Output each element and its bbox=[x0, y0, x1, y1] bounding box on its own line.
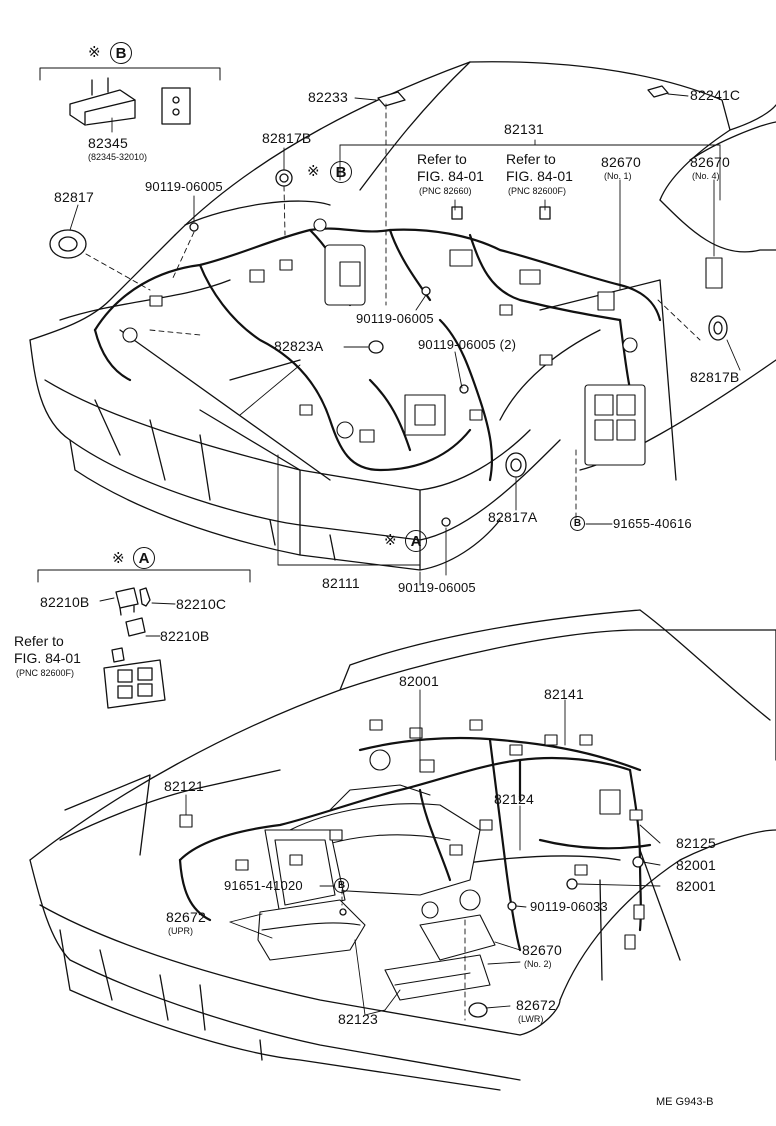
label-82345: 82345 bbox=[88, 135, 128, 151]
lower-car-body bbox=[29, 609, 776, 1091]
label-82817b-right: 82817B bbox=[690, 369, 740, 385]
label-82210b-a: 82210B bbox=[40, 594, 90, 610]
part-82233-clip bbox=[377, 91, 406, 107]
label-90119-06005-b: 90119-06005 bbox=[356, 311, 434, 326]
group-b-mark: ※ bbox=[88, 44, 101, 61]
label-90119-06005-2: 90119-06005 (2) bbox=[418, 337, 517, 352]
label-82670-no2-sub: (No. 2) bbox=[524, 959, 552, 969]
label-82131: 82131 bbox=[504, 121, 544, 137]
label-82123: 82123 bbox=[338, 1011, 378, 1027]
bolts-upper bbox=[189, 206, 551, 527]
group-a-circle: A bbox=[133, 547, 155, 569]
ref-2-line2: FIG. 84-01 bbox=[506, 168, 573, 184]
label-82670-no1-sub: (No. 1) bbox=[604, 171, 632, 181]
part-82345-relay bbox=[69, 77, 191, 126]
label-82670-no2: 82670 bbox=[522, 942, 562, 958]
label-82111: 82111 bbox=[322, 575, 360, 591]
label-82817a: 82817A bbox=[488, 509, 538, 525]
part-82817a-grommet bbox=[505, 452, 527, 478]
upper-connectors bbox=[122, 218, 723, 466]
ref-1-sub: (PNC 82660) bbox=[419, 186, 472, 196]
label-82233: 82233 bbox=[308, 89, 348, 105]
label-82001-top: 82001 bbox=[399, 673, 439, 689]
label-82345-sub: (82345-32010) bbox=[88, 152, 148, 162]
label-82817: 82817 bbox=[54, 189, 94, 205]
label-82670-no4-sub: (No. 4) bbox=[692, 171, 720, 181]
lower-engine bbox=[257, 749, 496, 1001]
group-a-circle-2: A bbox=[405, 530, 427, 552]
label-82672-upr: 82672 bbox=[166, 909, 206, 925]
label-82672-upr-sub: (UPR) bbox=[168, 926, 193, 936]
ref-3-sub: (PNC 82600F) bbox=[16, 668, 75, 678]
group-a-mark: ※ bbox=[112, 550, 125, 567]
b-circle-91651: B bbox=[334, 878, 349, 893]
label-82670-no4: 82670 bbox=[690, 154, 730, 170]
label-82823a: 82823A bbox=[274, 338, 324, 354]
b-circle-91655: B bbox=[570, 516, 585, 531]
part-82817b-right-grommet bbox=[708, 315, 728, 341]
label-90119-06005-a: 90119-06005 bbox=[145, 179, 223, 194]
group-a-mark-2: ※ bbox=[384, 532, 397, 549]
label-82670-no1: 82670 bbox=[601, 154, 641, 170]
drawing-code: ME G943-B bbox=[656, 1096, 714, 1108]
label-82001-r1: 82001 bbox=[676, 857, 716, 873]
part-82817-grommet bbox=[49, 229, 87, 259]
label-82672-lwr: 82672 bbox=[516, 997, 556, 1013]
label-82817b-top: 82817B bbox=[262, 130, 312, 146]
label-82241c: 82241C bbox=[690, 87, 741, 103]
upper-harness bbox=[93, 227, 662, 482]
ref-2-sub: (PNC 82600F) bbox=[508, 186, 567, 196]
part-82817b-grommet bbox=[275, 169, 293, 187]
part-82823a-clip bbox=[368, 340, 384, 354]
group-b-circle-2: B bbox=[330, 161, 352, 183]
label-91651-41020: 91651-41020 bbox=[224, 878, 303, 893]
leader-lines-lower bbox=[185, 689, 661, 1021]
ref-3-line1: Refer to bbox=[14, 633, 64, 649]
label-82121: 82121 bbox=[164, 778, 204, 794]
label-90119-06033: 90119-06033 bbox=[530, 899, 608, 914]
label-82672-lwr-sub: (LWR) bbox=[518, 1014, 544, 1024]
label-90119-06005-c: 90119-06005 bbox=[398, 580, 476, 595]
label-82125: 82125 bbox=[676, 835, 716, 851]
label-82210b-b: 82210B bbox=[160, 628, 210, 644]
ref-2-line1: Refer to bbox=[506, 151, 556, 167]
label-82210c: 82210C bbox=[176, 596, 227, 612]
part-82241c-clip bbox=[647, 85, 669, 98]
ref-1-line2: FIG. 84-01 bbox=[417, 168, 484, 184]
label-82141: 82141 bbox=[544, 686, 584, 702]
group-b-circle: B bbox=[110, 42, 132, 64]
group-a-switches bbox=[103, 587, 166, 709]
group-brackets bbox=[37, 67, 251, 583]
leader-lines-upper bbox=[69, 93, 741, 586]
leader-lines-group-a bbox=[99, 597, 176, 637]
lower-connectors bbox=[179, 719, 645, 950]
label-91655-40616: 91655-40616 bbox=[613, 516, 692, 531]
label-82124: 82124 bbox=[494, 791, 534, 807]
group-b-mark-2: ※ bbox=[307, 163, 320, 180]
ref-1-line1: Refer to bbox=[417, 151, 467, 167]
label-82001-r2: 82001 bbox=[676, 878, 716, 894]
ref-3-line2: FIG. 84-01 bbox=[14, 650, 81, 666]
lower-small-parts bbox=[339, 856, 644, 1018]
